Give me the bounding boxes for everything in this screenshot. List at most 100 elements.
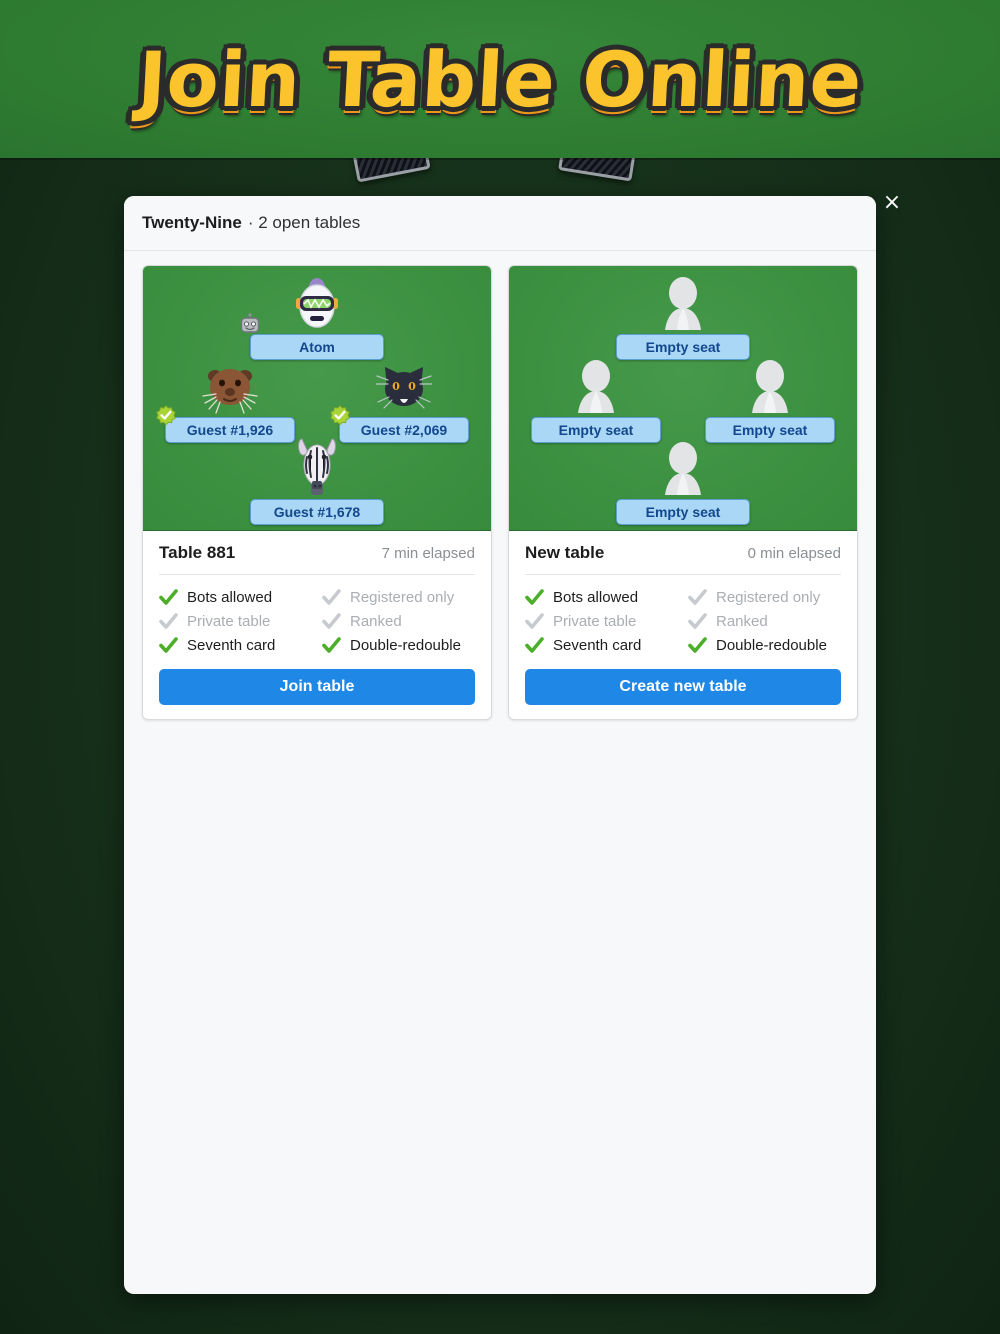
table-elapsed: 7 min elapsed xyxy=(381,545,475,562)
table-flag: Private table xyxy=(159,609,312,633)
check-icon xyxy=(525,636,544,655)
check-icon xyxy=(688,636,707,655)
check-icon xyxy=(525,588,544,607)
person-silhouette xyxy=(568,359,624,415)
table-card: Empty seat Empty seat Empty seat Empty s… xyxy=(508,265,858,720)
check-icon xyxy=(159,636,178,655)
zebra-avatar xyxy=(289,438,345,497)
check-icon xyxy=(322,636,341,653)
otter-avatar xyxy=(202,359,258,415)
table-flag: Registered only xyxy=(322,585,475,609)
table-flag-label: Bots allowed xyxy=(553,588,639,606)
verified-badge-svg xyxy=(330,405,350,426)
check-disabled-icon xyxy=(159,612,178,631)
zebra-avatar-svg xyxy=(298,438,336,495)
table-flag-label: Double-redouble xyxy=(350,636,461,654)
check-disabled-icon xyxy=(159,612,178,629)
seat-north[interactable]: Atom xyxy=(240,276,384,360)
table-flag-label: Bots allowed xyxy=(187,588,273,606)
player-nameplate: Guest #1,678 xyxy=(250,499,384,525)
person-silhouette xyxy=(742,359,798,415)
table-info-header: New table 0 min elapsed xyxy=(525,543,841,575)
bot-badge xyxy=(239,313,261,335)
robot-avatar xyxy=(289,276,345,332)
table-flag-label: Registered only xyxy=(716,588,821,606)
table-card: Atom Guest # xyxy=(142,265,492,720)
otter-avatar-svg xyxy=(202,369,258,414)
verified-badge xyxy=(329,405,351,427)
bot-badge-svg xyxy=(240,313,260,333)
table-flag-label: Ranked xyxy=(350,612,402,630)
table-info-header: Table 881 7 min elapsed xyxy=(159,543,475,575)
seat-south[interactable]: Empty seat xyxy=(616,441,750,525)
table-flag: Ranked xyxy=(688,609,841,633)
close-icon[interactable]: × xyxy=(882,190,902,215)
person-silhouette xyxy=(655,441,711,497)
table-flag: Double-redouble xyxy=(322,633,475,657)
check-icon xyxy=(159,588,178,605)
check-disabled-icon xyxy=(322,588,341,605)
robot-avatar-svg xyxy=(296,278,338,328)
check-disabled-icon xyxy=(688,588,707,607)
check-icon xyxy=(525,588,544,605)
check-disabled-icon xyxy=(525,612,544,631)
check-disabled-icon xyxy=(322,612,341,631)
seat-south[interactable]: Guest #1,678 xyxy=(250,438,384,525)
seat-north[interactable]: Empty seat xyxy=(616,276,750,360)
table-flag-label: Private table xyxy=(187,612,271,630)
verified-badge xyxy=(155,405,177,427)
person-silhouette-svg xyxy=(752,360,788,413)
table-flag: Seventh card xyxy=(159,633,312,657)
table-flag: Double-redouble xyxy=(688,633,841,657)
seat-west[interactable]: Empty seat xyxy=(531,359,661,443)
table-flag-label: Registered only xyxy=(350,588,455,606)
check-disabled-icon xyxy=(688,612,707,631)
seat-east[interactable]: Guest #2,069 xyxy=(330,359,469,443)
check-icon xyxy=(322,636,341,655)
table-flag: Seventh card xyxy=(525,633,678,657)
table-flag-label: Private table xyxy=(553,612,637,630)
check-disabled-icon xyxy=(688,588,707,605)
page-banner: Join Table Online xyxy=(0,0,1000,158)
person-silhouette-svg xyxy=(578,360,614,413)
table-flag: Private table xyxy=(525,609,678,633)
verified-badge-svg xyxy=(156,405,176,426)
seat-east[interactable]: Empty seat xyxy=(705,359,835,443)
check-icon xyxy=(525,636,544,653)
table-elapsed: 0 min elapsed xyxy=(747,545,841,562)
table-flag-label: Seventh card xyxy=(187,636,276,654)
empty-seat-label: Empty seat xyxy=(531,417,661,443)
join-table-button[interactable]: Join table xyxy=(159,669,475,705)
empty-seat-label: Empty seat xyxy=(616,499,750,525)
person-silhouette-svg xyxy=(665,442,701,495)
player-nameplate: Guest #2,069 xyxy=(330,405,469,443)
table-felt: Atom Guest # xyxy=(143,266,491,531)
table-name: Table 881 xyxy=(159,543,236,562)
seat-west[interactable]: Guest #1,926 xyxy=(156,359,295,443)
game-name: Twenty-Nine xyxy=(142,213,242,232)
table-flag: Bots allowed xyxy=(159,585,312,609)
player-nameplate: Guest #1,926 xyxy=(156,405,295,443)
create-new-table-button[interactable]: Create new table xyxy=(525,669,841,705)
check-disabled-icon xyxy=(322,588,341,607)
person-silhouette xyxy=(655,276,711,332)
player-nameplate: Atom xyxy=(240,313,384,360)
table-flag-label: Ranked xyxy=(716,612,768,630)
table-info: Table 881 7 min elapsed Bots allowed Regi… xyxy=(143,531,491,719)
check-icon xyxy=(688,636,707,653)
check-icon xyxy=(159,636,178,653)
page-title: Join Table Online xyxy=(135,34,865,124)
check-disabled-icon xyxy=(322,612,341,629)
empty-seat-label: Empty seat xyxy=(616,334,750,360)
tables-list: Atom Guest # xyxy=(124,251,876,720)
table-flag-label: Seventh card xyxy=(553,636,642,654)
person-silhouette-svg xyxy=(665,277,701,330)
check-disabled-icon xyxy=(688,612,707,629)
join-table-modal: Twenty-Nine · 2 open tables Atom xyxy=(124,196,876,1294)
table-name: New table xyxy=(525,543,605,562)
cat-avatar xyxy=(376,359,432,415)
open-tables-subtitle: · 2 open tables xyxy=(247,213,361,232)
table-flag: Bots allowed xyxy=(525,585,678,609)
check-icon xyxy=(159,588,178,607)
table-flag: Ranked xyxy=(322,609,475,633)
